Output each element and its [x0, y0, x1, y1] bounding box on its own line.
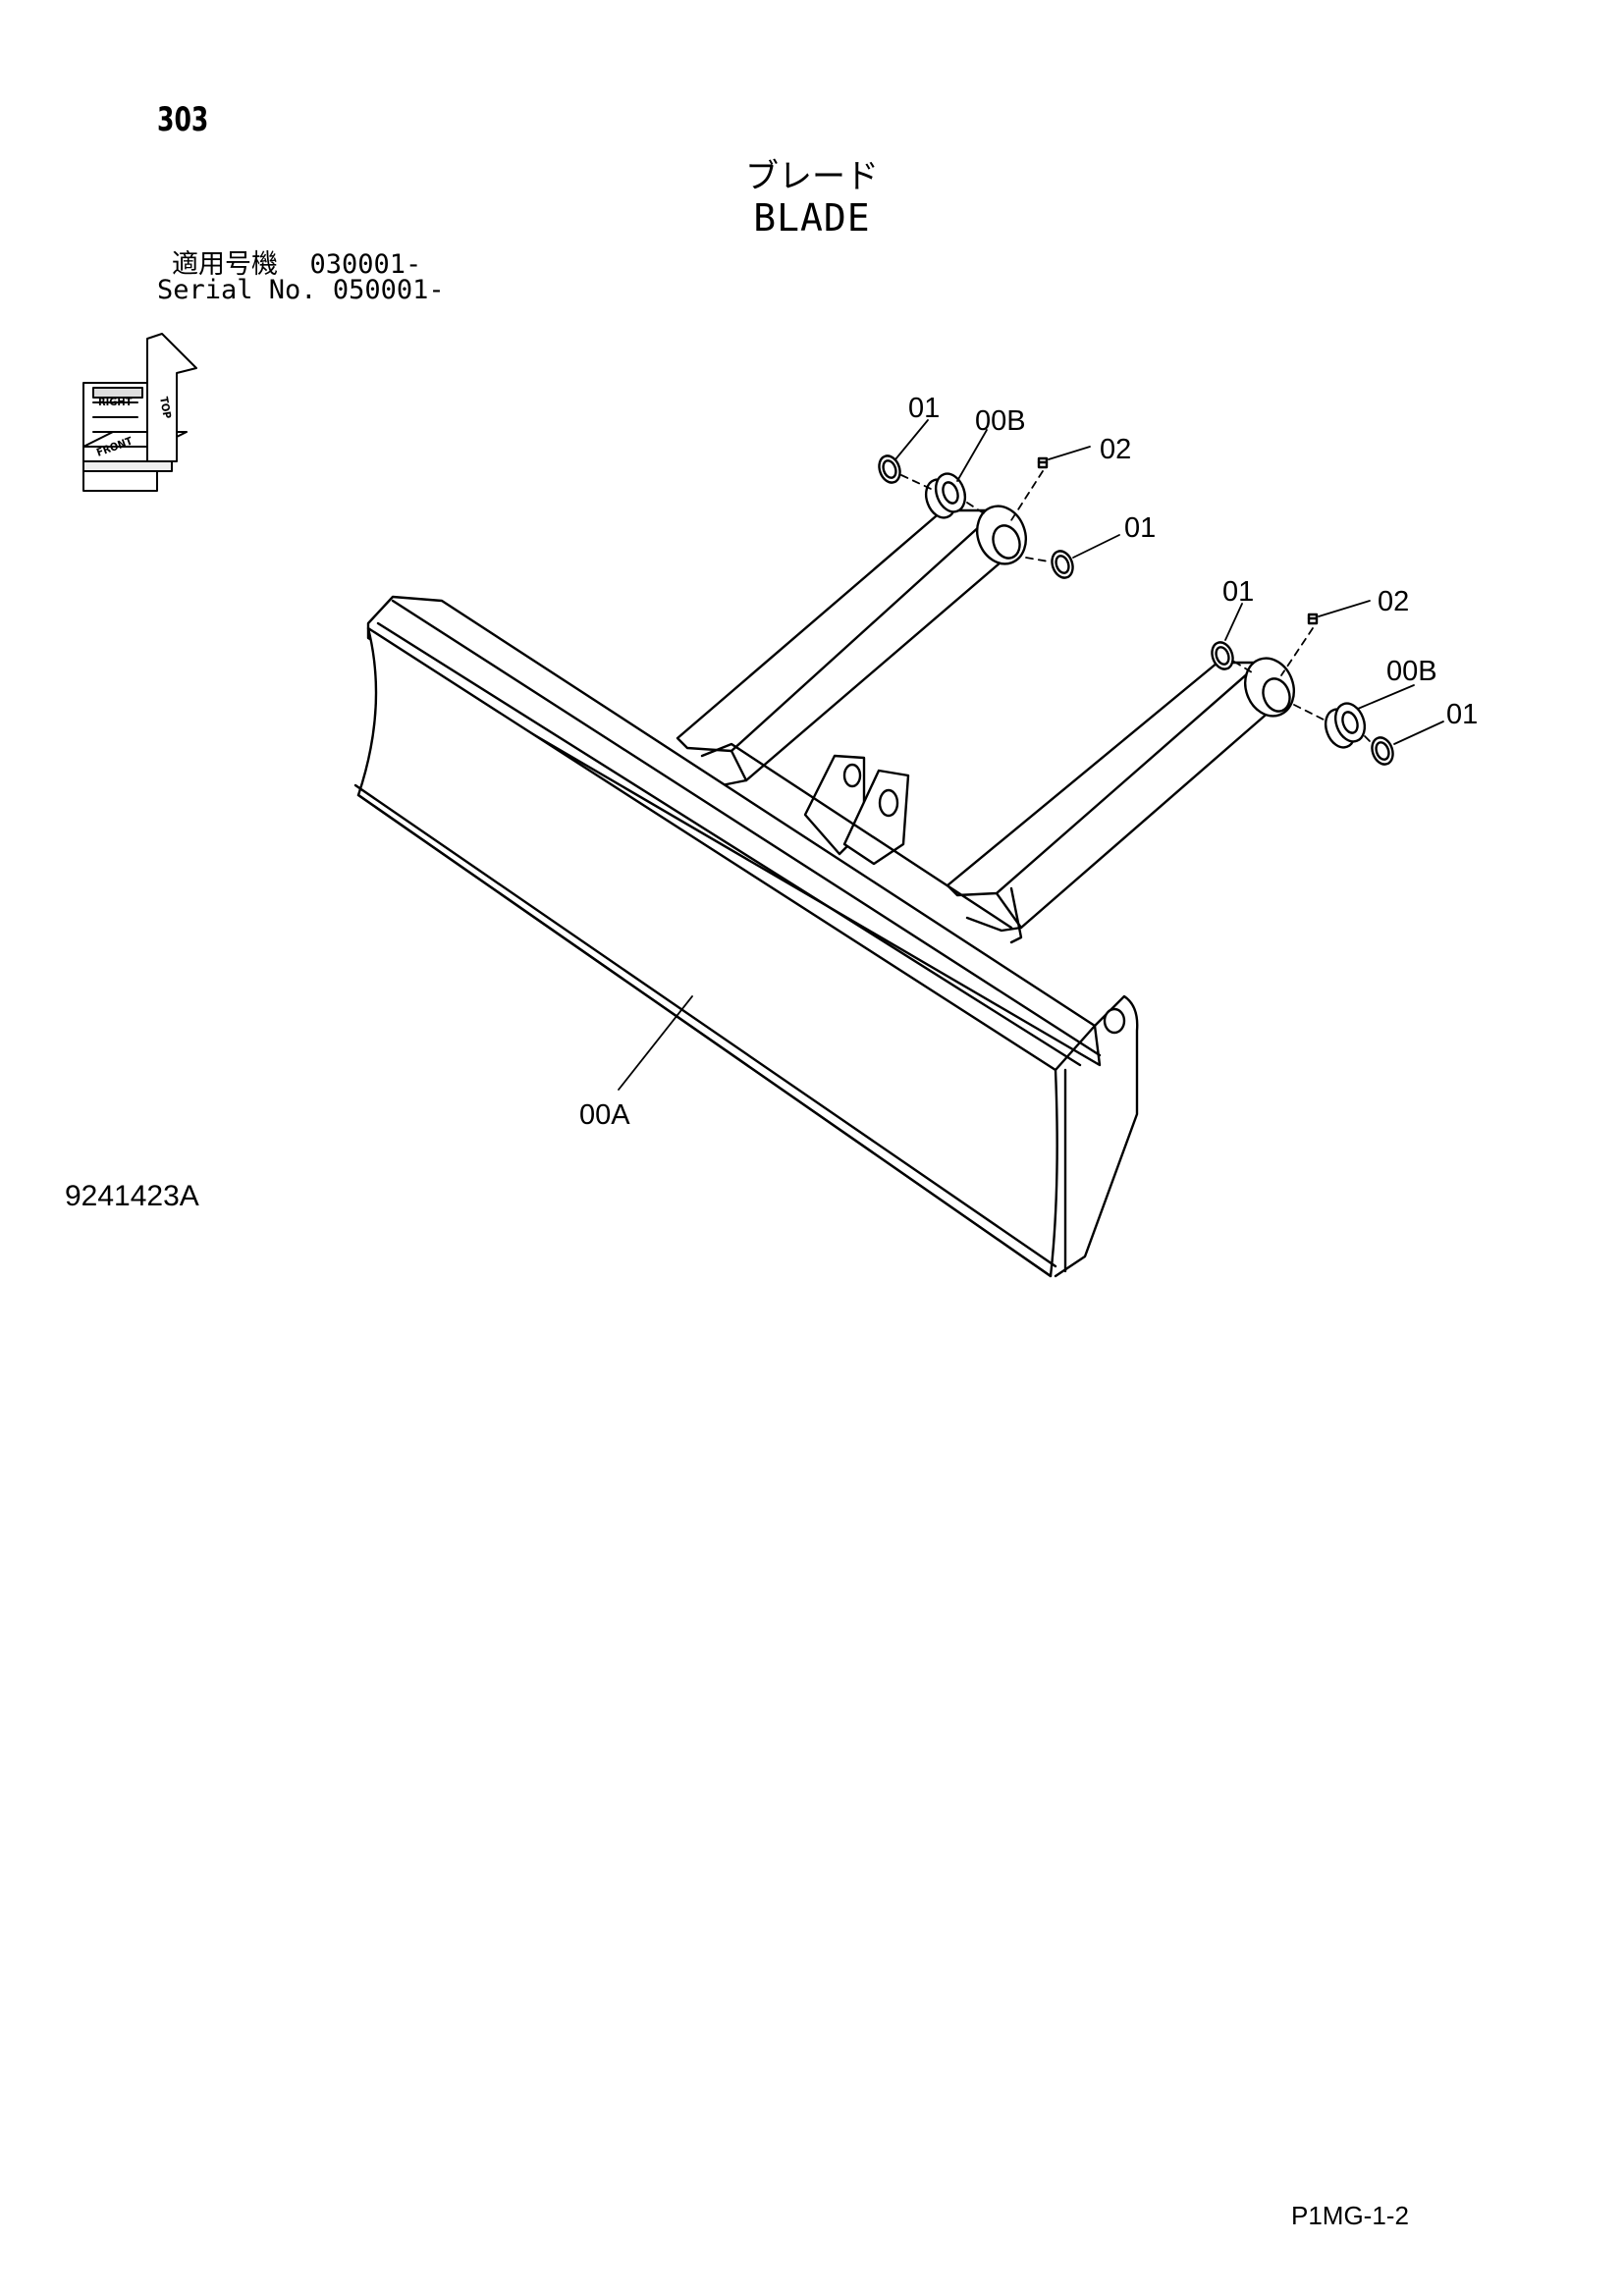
shim-rings — [878, 454, 1394, 766]
serial-number-line: Serial No. 050001- — [157, 277, 445, 304]
serial-value: 050001- — [332, 275, 445, 305]
figure-number: 9241423A — [65, 1180, 199, 1212]
callout-02-right: 02 — [1378, 586, 1409, 617]
right-arm — [946, 657, 1295, 944]
callout-01-left-outer: 01 — [1124, 512, 1156, 544]
page-number: 303 — [157, 100, 209, 139]
title-english: BLADE — [753, 196, 871, 240]
callout-00B-left: 00B — [975, 405, 1026, 437]
callout-00B-right: 00B — [1386, 656, 1437, 687]
orientation-label-top: TOP — [157, 396, 174, 419]
center-bracket — [700, 742, 1013, 930]
sheet-number: P1MG-1-2 — [1291, 2201, 1409, 2230]
leader-lines — [618, 419, 1444, 1091]
bushing-left — [924, 472, 967, 519]
callout-01-right-inner: 01 — [1222, 576, 1254, 608]
callout-01-right-outer: 01 — [1446, 699, 1478, 730]
orientation-label-right: RIGHT — [98, 396, 133, 408]
applicable-value: 030001- — [309, 249, 422, 280]
callout-02-left: 02 — [1100, 434, 1131, 465]
grease-fittings — [1037, 456, 1319, 625]
title-japanese: ブレード — [745, 157, 879, 196]
applicable-models-line: 適用号機 030001- — [172, 251, 421, 279]
left-arm — [676, 505, 1027, 787]
bushing-right — [1324, 702, 1367, 749]
blade-body — [353, 595, 1139, 1278]
callout-labels: 01 00B 02 01 01 02 00B 01 00A — [579, 393, 1478, 1131]
alignment-lines — [900, 470, 1374, 745]
orientation-icon: RIGHT TOP FRONT — [82, 333, 197, 492]
applicable-label: 適用号機 — [172, 249, 278, 280]
serial-label: Serial No. — [157, 275, 317, 305]
callout-01-top-left: 01 — [908, 393, 940, 424]
callout-00A-blade: 00A — [579, 1099, 630, 1131]
